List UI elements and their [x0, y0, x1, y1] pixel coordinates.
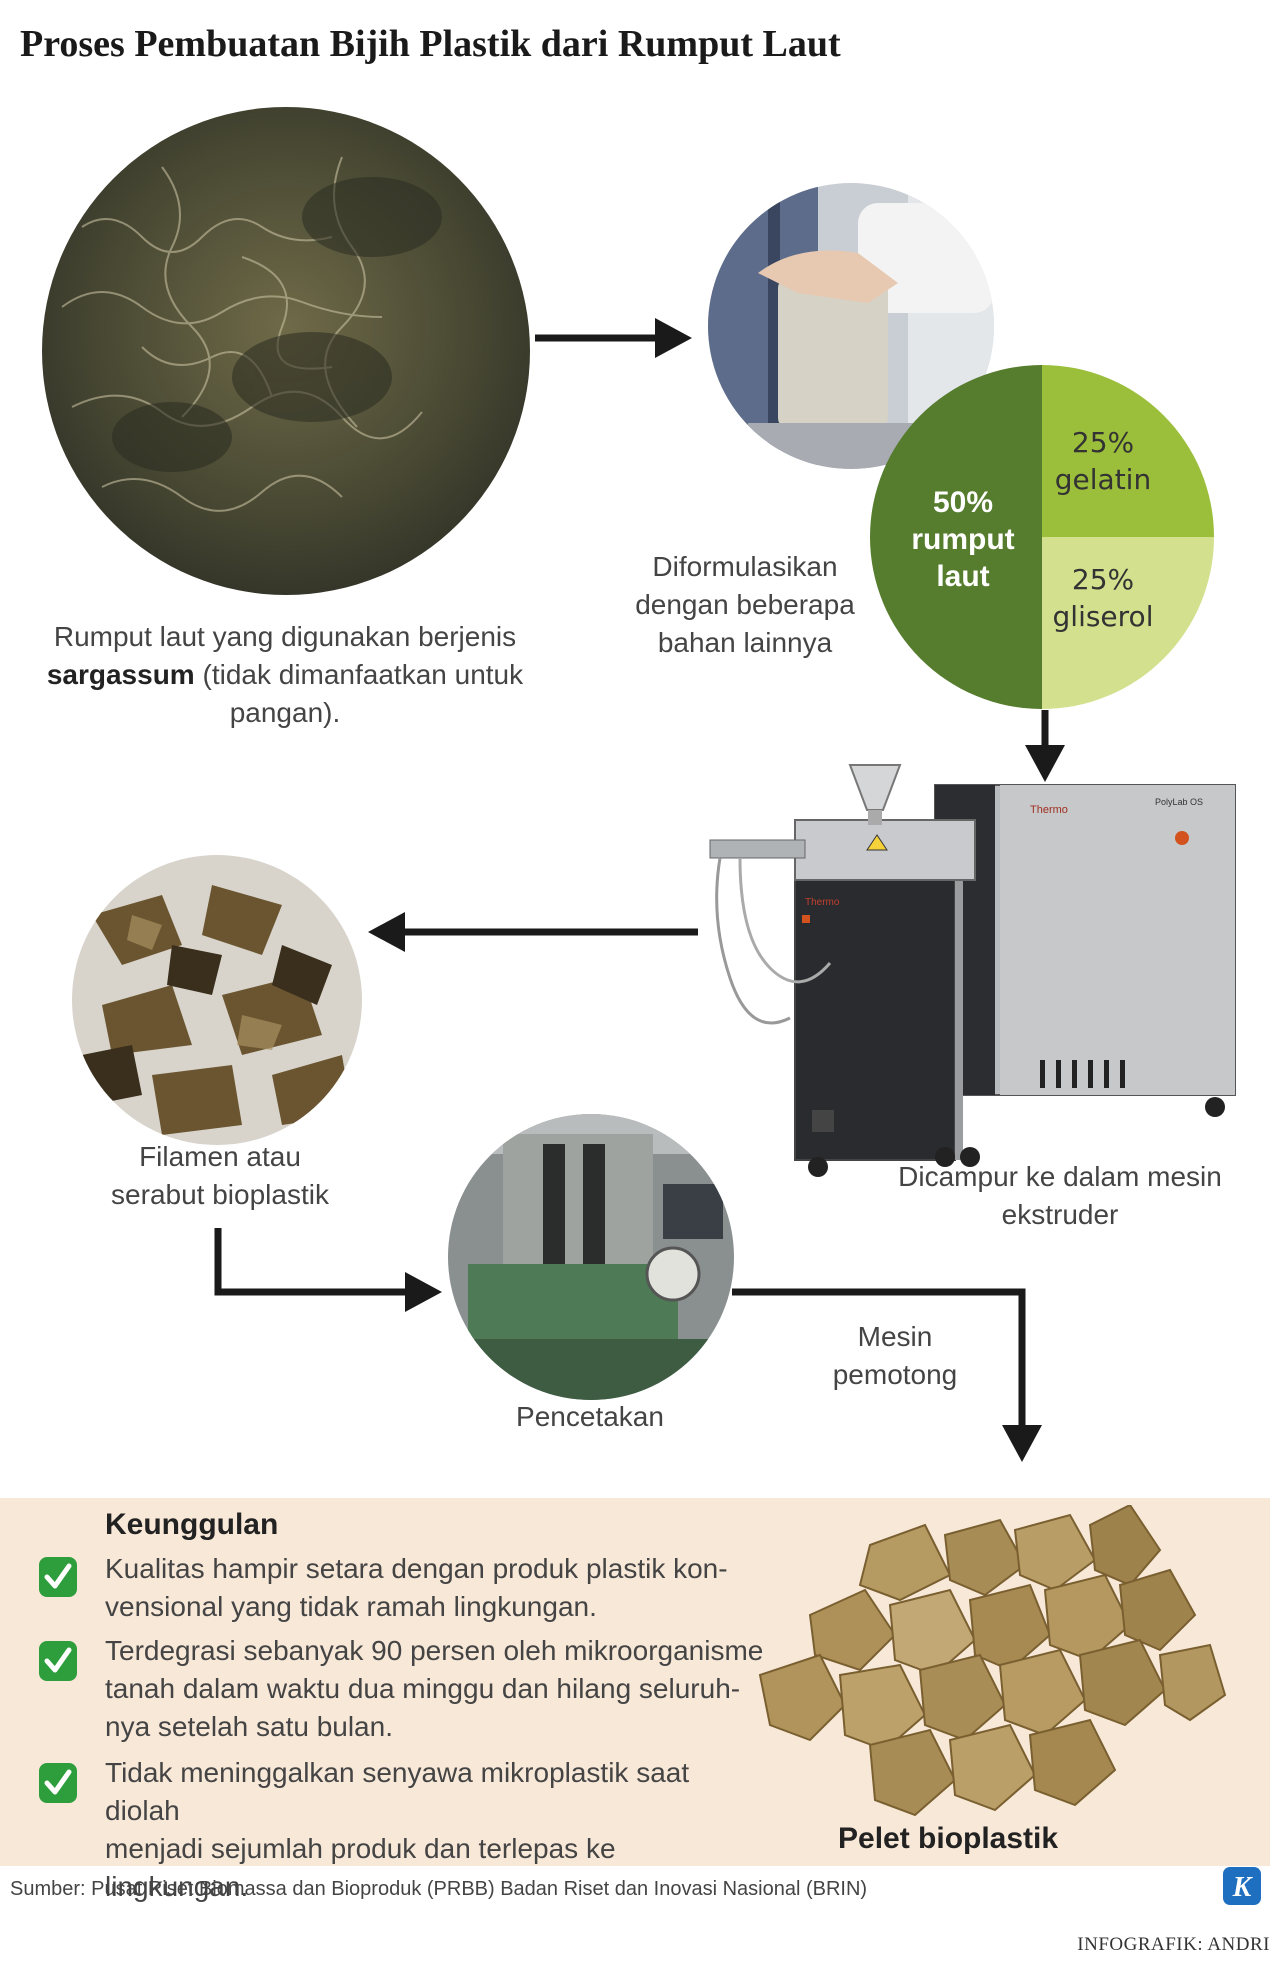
composition-chart — [870, 365, 1214, 709]
arrowhead-right — [405, 1272, 442, 1312]
seaweed-caption-line: pangan). — [229, 697, 341, 728]
page-title: Proses Pembuatan Bijih Plastik dari Rump… — [20, 23, 841, 65]
seaweed-caption: Rumput laut yang digunakan berjenis sarg… — [30, 618, 540, 732]
formulate-caption: Diformulasikan dengan beberapa bahan lai… — [615, 548, 875, 662]
pellet-photo — [758, 1505, 1227, 1817]
advantage-line: Tidak meninggalkan senyawa mikroplastik … — [105, 1757, 690, 1826]
caption-line: dengan beberapa — [635, 589, 855, 620]
advantage-line: vensional yang tidak ramah lingkungan. — [105, 1591, 597, 1622]
kompas-logo-icon: K — [1223, 1867, 1261, 1905]
pie-percent: 50% — [932, 486, 994, 519]
advantage-line: Kualitas hampir setara dengan produk pla… — [105, 1553, 728, 1584]
pie-percent: 25% — [1071, 426, 1135, 459]
advantage-item-1: Kualitas hampir setara dengan produk pla… — [105, 1550, 765, 1626]
advantage-item-2: Terdegrasi sebanyak 90 persen oleh mikro… — [105, 1632, 765, 1746]
filament-caption: Filamen atau serabut bioplastik — [80, 1138, 360, 1214]
pie-ingredient: rumput — [911, 523, 1015, 556]
arrowhead-left — [368, 912, 405, 952]
caption-line: serabut bioplastik — [111, 1179, 329, 1210]
caption-line: Dicampur ke dalam mesin — [898, 1161, 1222, 1192]
check-icon — [39, 1641, 77, 1681]
advantage-line: Terdegrasi sebanyak 90 persen oleh mikro… — [105, 1635, 764, 1666]
pie-slice-glycerol — [1042, 537, 1214, 709]
check-icon — [39, 1763, 77, 1803]
pellet-label: Pelet bioplastik — [838, 1822, 1059, 1855]
extruder-machine: Thermo PolyLab OS Thermo — [709, 764, 1236, 1177]
pie-slice-seaweed — [870, 365, 1042, 709]
logo-letter: K — [1232, 1872, 1254, 1903]
arrowhead-down — [1025, 745, 1065, 782]
pie-label-gelatin: 25% gelatin — [1043, 424, 1163, 498]
pie-ingredient: laut — [936, 560, 990, 593]
caption-line: bahan lainnya — [657, 627, 833, 658]
arrowhead-down — [1002, 1425, 1042, 1462]
arrow-to-molding — [214, 1228, 405, 1296]
arrowhead-right — [655, 318, 692, 358]
cutter-caption: Mesin pemotong — [800, 1318, 990, 1394]
advantage-item-3: Tidak meninggalkan senyawa mikroplastik … — [105, 1754, 765, 1906]
machine-brand: Thermo — [805, 897, 840, 908]
seaweed-caption-rest: (tidak dimanfaatkan untuk — [194, 659, 524, 690]
caption-line: pemotong — [832, 1359, 958, 1390]
machine-brand: Thermo — [1030, 804, 1068, 816]
pie-label-glycerol: 25% gliserol — [1043, 561, 1163, 635]
seaweed-caption-line: Rumput laut yang digunakan berjenis — [53, 621, 517, 652]
source-text: Sumber: Pusat Riset Biomassa dan Bioprod… — [10, 1878, 868, 1900]
pie-slice-gelatin — [1042, 365, 1214, 537]
caption-line: Diformulasikan — [652, 551, 838, 582]
caption-line: ekstruder — [1001, 1199, 1119, 1230]
advantage-line: menjadi sejumlah produk dan terlepas ke … — [105, 1833, 616, 1902]
seaweed-photo — [42, 107, 530, 595]
caption-line: Filamen atau — [139, 1141, 301, 1172]
pie-percent: 25% — [1071, 563, 1135, 596]
advantage-line: tanah dalam waktu dua minggu dan hilang … — [105, 1673, 741, 1704]
molding-photo — [448, 1114, 734, 1400]
advantage-line: nya setelah satu bulan. — [105, 1711, 393, 1742]
filament-photo — [72, 855, 362, 1145]
caption-line: Mesin — [857, 1321, 933, 1352]
seaweed-type: sargassum — [46, 659, 195, 690]
advantages-heading: Keunggulan — [105, 1508, 279, 1541]
seaweed-caption-line: sargassum (tidak dimanfaatkan untuk — [30, 656, 540, 694]
credit-text: INFOGRAFIK: ANDRI — [1077, 1934, 1270, 1955]
extruder-caption: Dicampur ke dalam mesin ekstruder — [880, 1158, 1240, 1234]
pie-ingredient: gelatin — [1054, 463, 1152, 496]
molding-caption: Pencetakan — [516, 1401, 664, 1432]
machine-model: PolyLab OS — [1155, 797, 1203, 807]
arrow-to-pellets — [732, 1288, 1026, 1425]
pie-ingredient: gliserol — [1052, 600, 1154, 633]
check-icon — [39, 1557, 77, 1597]
pie-label-seaweed: 50% rumput laut — [898, 484, 1028, 595]
